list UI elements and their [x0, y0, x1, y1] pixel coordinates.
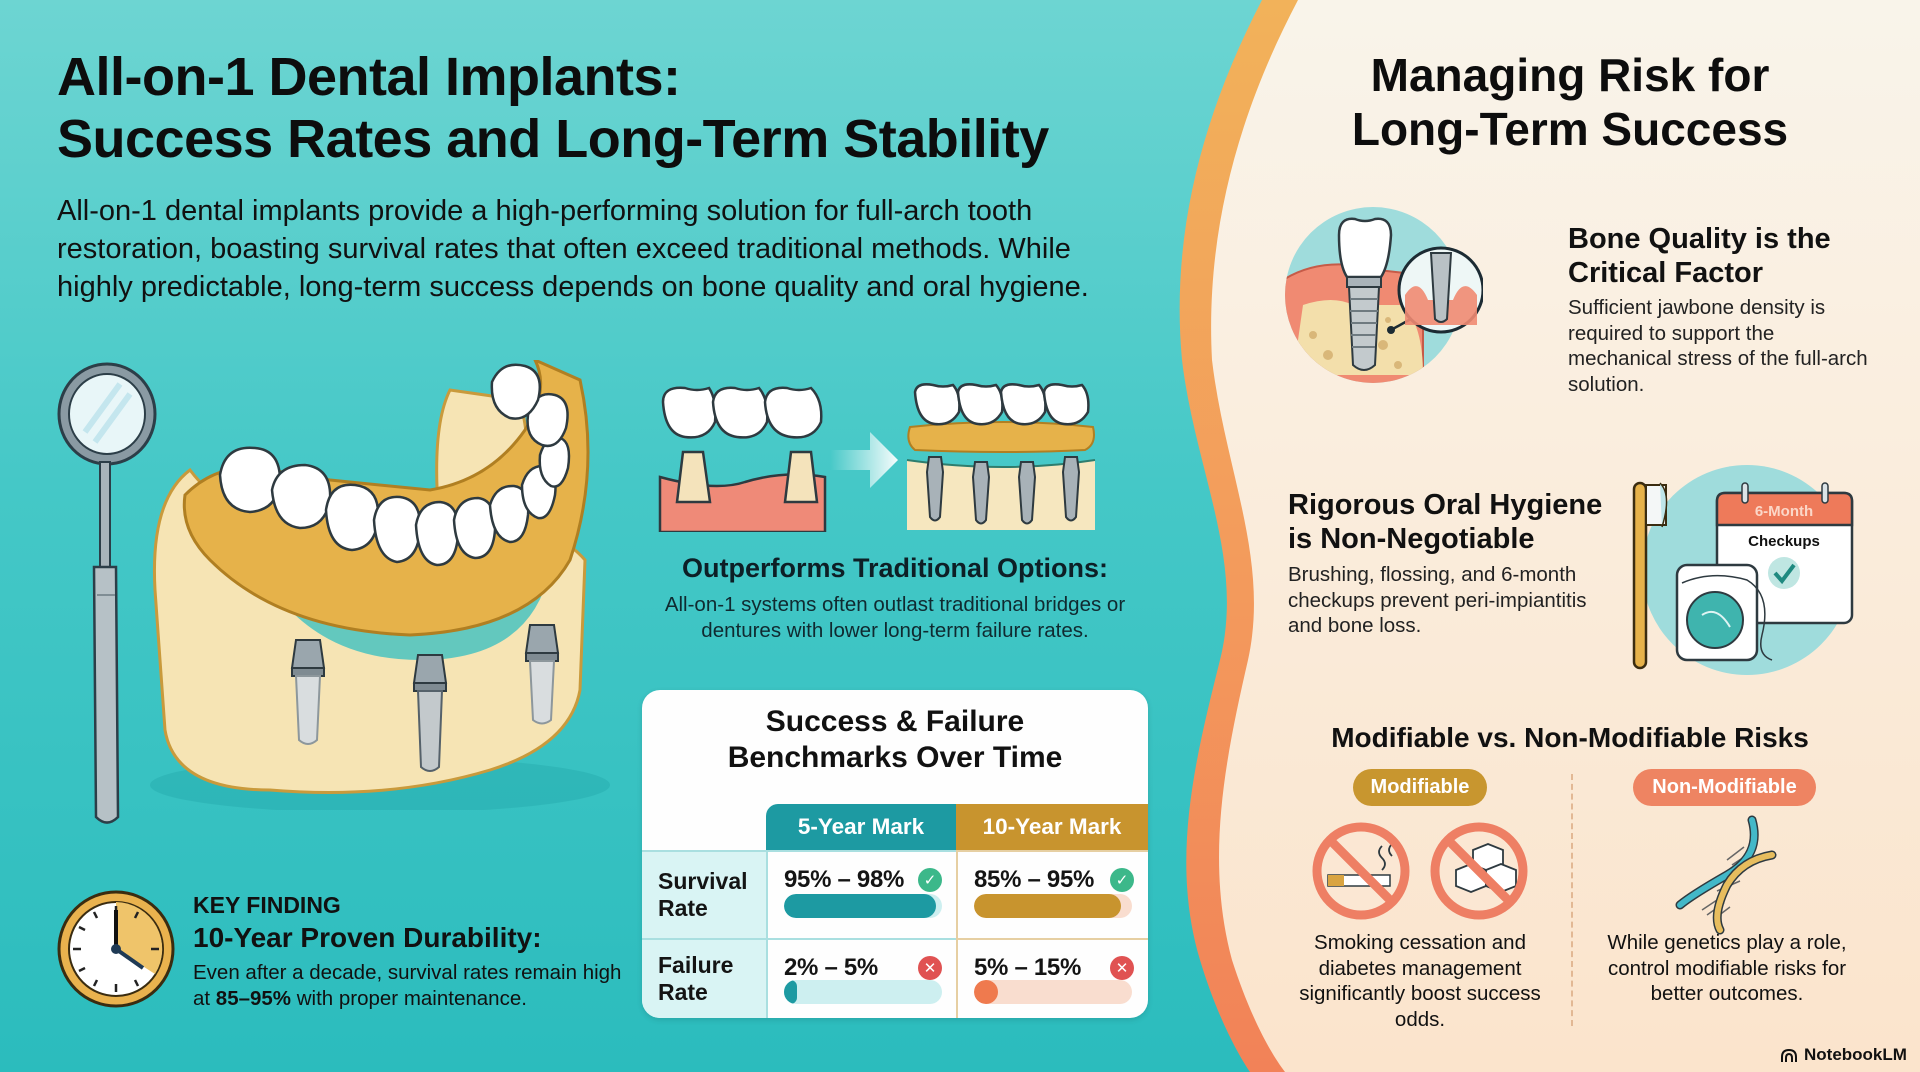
intro-paragraph: All-on-1 dental implants provide a high-… [57, 195, 1089, 303]
column-header-10-year: 10-Year Mark [956, 804, 1148, 850]
cell-value: 2% – 5% [784, 954, 878, 981]
page-title-line-1: All-on-1 Dental Implants: [57, 47, 681, 107]
key-finding-body-text-end: with proper maintenance. [291, 987, 527, 1010]
column-header-5-year: 5-Year Mark [766, 804, 956, 850]
row-label-survival: Survival Rate [642, 850, 766, 938]
bar-fill [974, 980, 998, 1004]
dna-icon [1675, 815, 1777, 935]
non-modifiable-body: While genetics play a role, control modi… [1607, 931, 1847, 1005]
no-sugar-icon [1430, 822, 1528, 920]
row-label-survival-line-2: Rate [658, 895, 708, 921]
benchmarks-title-line-2: Benchmarks Over Time [727, 741, 1063, 774]
key-finding-highlight: 85–95% [215, 987, 292, 1010]
modifiable-badge: Modifiable [1353, 769, 1487, 806]
bone-title-line-1: Bone Quality is the [1568, 223, 1831, 255]
dental-mirror-icon [57, 362, 157, 824]
implant-bridge-icon [906, 383, 1096, 530]
bar-fill [784, 894, 936, 918]
bone-implant-icon [1285, 207, 1483, 383]
row-label-failure-line-2: Rate [658, 979, 708, 1005]
bone-quality-title: Bone Quality is the Critical Factor [1568, 222, 1888, 290]
cell-value: 85% – 95% [974, 866, 1095, 893]
check-icon: ✓ [1110, 868, 1134, 892]
cell-failure-5-year: 2% – 5% ✕ [766, 938, 956, 1018]
comparison-body: All-on-1 systems often outlast tradition… [664, 593, 1126, 642]
hygiene-title-line-2: is Non-Negotiable [1288, 523, 1535, 555]
bone-title-line-2: Critical Factor [1568, 257, 1763, 289]
cross-icon: ✕ [1110, 956, 1134, 980]
bone-quality-body: Sufficient jawbone density is required t… [1568, 296, 1868, 396]
hygiene-kit-icon: 6-Month Checkups [1632, 465, 1854, 675]
brand-name: NotebookLM [1804, 1045, 1907, 1064]
no-smoking-icon [1312, 822, 1410, 920]
calendar-header-text: 6-Month [1755, 503, 1813, 520]
check-icon: ✓ [918, 868, 942, 892]
risks-title: Modifiable vs. Non-Modifiable Risks [1331, 722, 1809, 753]
cell-failure-10-year: 5% – 15% ✕ [956, 938, 1148, 1018]
comparison-heading: Outperforms Traditional Options: [681, 553, 1108, 583]
implant-posts [290, 624, 560, 772]
failure-5-year-bar [784, 980, 942, 1004]
calendar-label-text: Checkups [1748, 533, 1820, 550]
risk-title-line-2: Long-Term Success [1351, 103, 1789, 155]
key-finding-body: Even after a decade, survival rates rema… [193, 960, 633, 1012]
benchmarks-title-line-1: Success & Failure [765, 705, 1025, 738]
survival-10-year-bar [974, 894, 1132, 918]
non-modifiable-badge: Non-Modifiable [1633, 769, 1816, 806]
key-finding-body-text: Even after a decade, survival rates rema… [193, 961, 622, 1010]
row-label-failure-line-1: Failure [658, 952, 734, 978]
risks-divider [1571, 774, 1573, 1026]
bar-fill [974, 894, 1121, 918]
failure-10-year-bar [974, 980, 1132, 1004]
risk-title-line-1: Managing Risk for [1370, 49, 1770, 101]
arrow-right-icon [830, 432, 898, 488]
bar-fill [784, 980, 797, 1004]
benchmarks-title: Success & Failure Benchmarks Over Time [642, 704, 1148, 776]
risk-section-title: Managing Risk for Long-Term Success [1280, 48, 1860, 156]
cross-icon: ✕ [918, 956, 942, 980]
clock-icon [57, 890, 175, 1008]
cell-survival-5-year: 95% – 98% ✓ [766, 850, 956, 938]
notebooklm-logo-icon [1781, 1048, 1797, 1062]
page-title: All-on-1 Dental Implants: Success Rates … [57, 46, 1177, 170]
traditional-bridge-icon [658, 386, 827, 532]
key-finding-title: 10-Year Proven Durability: [193, 922, 542, 953]
cell-value: 5% – 15% [974, 954, 1082, 981]
page-title-line-2: Success Rates and Long-Term Stability [57, 109, 1049, 169]
implant-arch-illustration [150, 360, 610, 810]
survival-5-year-bar [784, 894, 942, 918]
modifiable-body: Smoking cessation and diabetes managemen… [1299, 931, 1541, 1031]
benchmarks-table-card: Success & Failure Benchmarks Over Time 5… [642, 690, 1148, 1018]
key-finding-label: KEY FINDING [193, 892, 341, 918]
cell-value: 95% – 98% [784, 866, 905, 893]
hygiene-body: Brushing, flossing, and 6-month checkups… [1288, 563, 1587, 637]
cell-survival-10-year: 85% – 95% ✓ [956, 850, 1148, 938]
hygiene-title: Rigorous Oral Hygiene is Non-Negotiable [1288, 488, 1628, 556]
row-label-survival-line-1: Survival [658, 868, 748, 894]
brand-watermark: NotebookLM [1780, 1045, 1907, 1065]
row-label-failure: Failure Rate [642, 938, 766, 1018]
hygiene-title-line-1: Rigorous Oral Hygiene [1288, 489, 1603, 521]
